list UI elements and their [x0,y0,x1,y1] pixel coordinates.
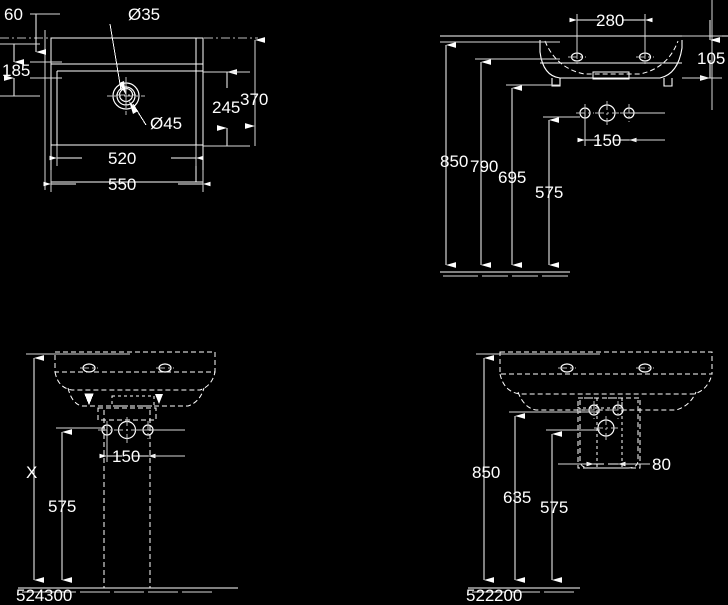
sl-overflow-slot [111,395,155,407]
view-side-left: 150 X 575 524 300 [16,351,238,605]
dim-60: 60 [4,5,23,24]
dim-105: 105 [697,49,725,68]
dim-150-fe: 150 [593,131,621,150]
dim-dia35: Ø35 [128,5,160,24]
dim-dia45: Ø45 [150,114,182,133]
dim-522: 522 [466,586,494,605]
sr-basin-rim [499,351,713,375]
basin-plan-outline [50,37,204,183]
dim-524: 524 [16,586,44,605]
sl-taphole-left [80,363,98,373]
dim-280: 280 [596,11,624,30]
sr-fixing-center-lower [594,416,618,440]
sl-arrow-left [85,394,93,404]
sr-basin-body [499,373,713,395]
drain-hole-symbol [107,77,145,115]
leader-dia45 [132,103,147,126]
dim-695-fe: 695 [498,168,526,187]
sr-pedestal-box [577,397,641,469]
sl-taphole-right [156,363,174,373]
dim-790-fe: 790 [470,157,498,176]
sr-fixing-left [585,401,603,419]
fe-fixing-center [595,101,619,125]
fe-overflow-slot [592,71,630,80]
dim-245: 245 [212,98,240,117]
view-front-elevation: 280 105 [440,0,728,277]
dim-80: 80 [652,455,671,474]
leader-dia45-arrow [129,101,138,114]
dim-X: X [26,463,37,482]
sr-fixing-right [609,401,627,419]
sl-arrow-right [155,394,163,404]
dim-520: 520 [108,149,136,168]
sl-basin-underside [67,387,205,407]
fe-basin-bowl-dashed [544,40,679,75]
dim-370: 370 [240,90,268,109]
sl-arrow-left-o [84,393,94,406]
view-plan: Ø35 Ø45 60 185 245 [0,5,268,194]
fe-basin-right-foot [663,78,673,87]
dim-575-fe: 575 [535,183,563,202]
dim-200: 200 [494,586,522,605]
fe-basin-outer [539,40,683,79]
sl-basin-top [55,351,216,373]
sr-pedestal-outline [579,400,639,469]
view-side-right: 80 850 635 575 522 200 [466,351,713,605]
sl-basin-rim [54,351,216,373]
dim-550: 550 [108,175,136,194]
dim-575-sr: 575 [540,498,568,517]
dim-850-fe: 850 [440,152,468,171]
fe-basin-left-foot [551,78,561,87]
leader-dia35 [109,23,122,91]
dim-150-sl: 150 [112,447,140,466]
dim-850-sr: 850 [472,463,500,482]
dim-185: 185 [2,61,30,80]
sl-fixing-center [114,417,140,443]
dim-635: 635 [503,488,531,507]
sr-basin-underside [517,391,697,411]
dim-300: 300 [44,586,72,605]
dim-575-sl: 575 [48,497,76,516]
sr-overflow-slot [577,397,623,409]
sr-taphole-right [636,363,654,373]
sl-basin-body [54,371,216,391]
sr-taphole-left [558,363,576,373]
sr-fixings-group [585,401,627,440]
